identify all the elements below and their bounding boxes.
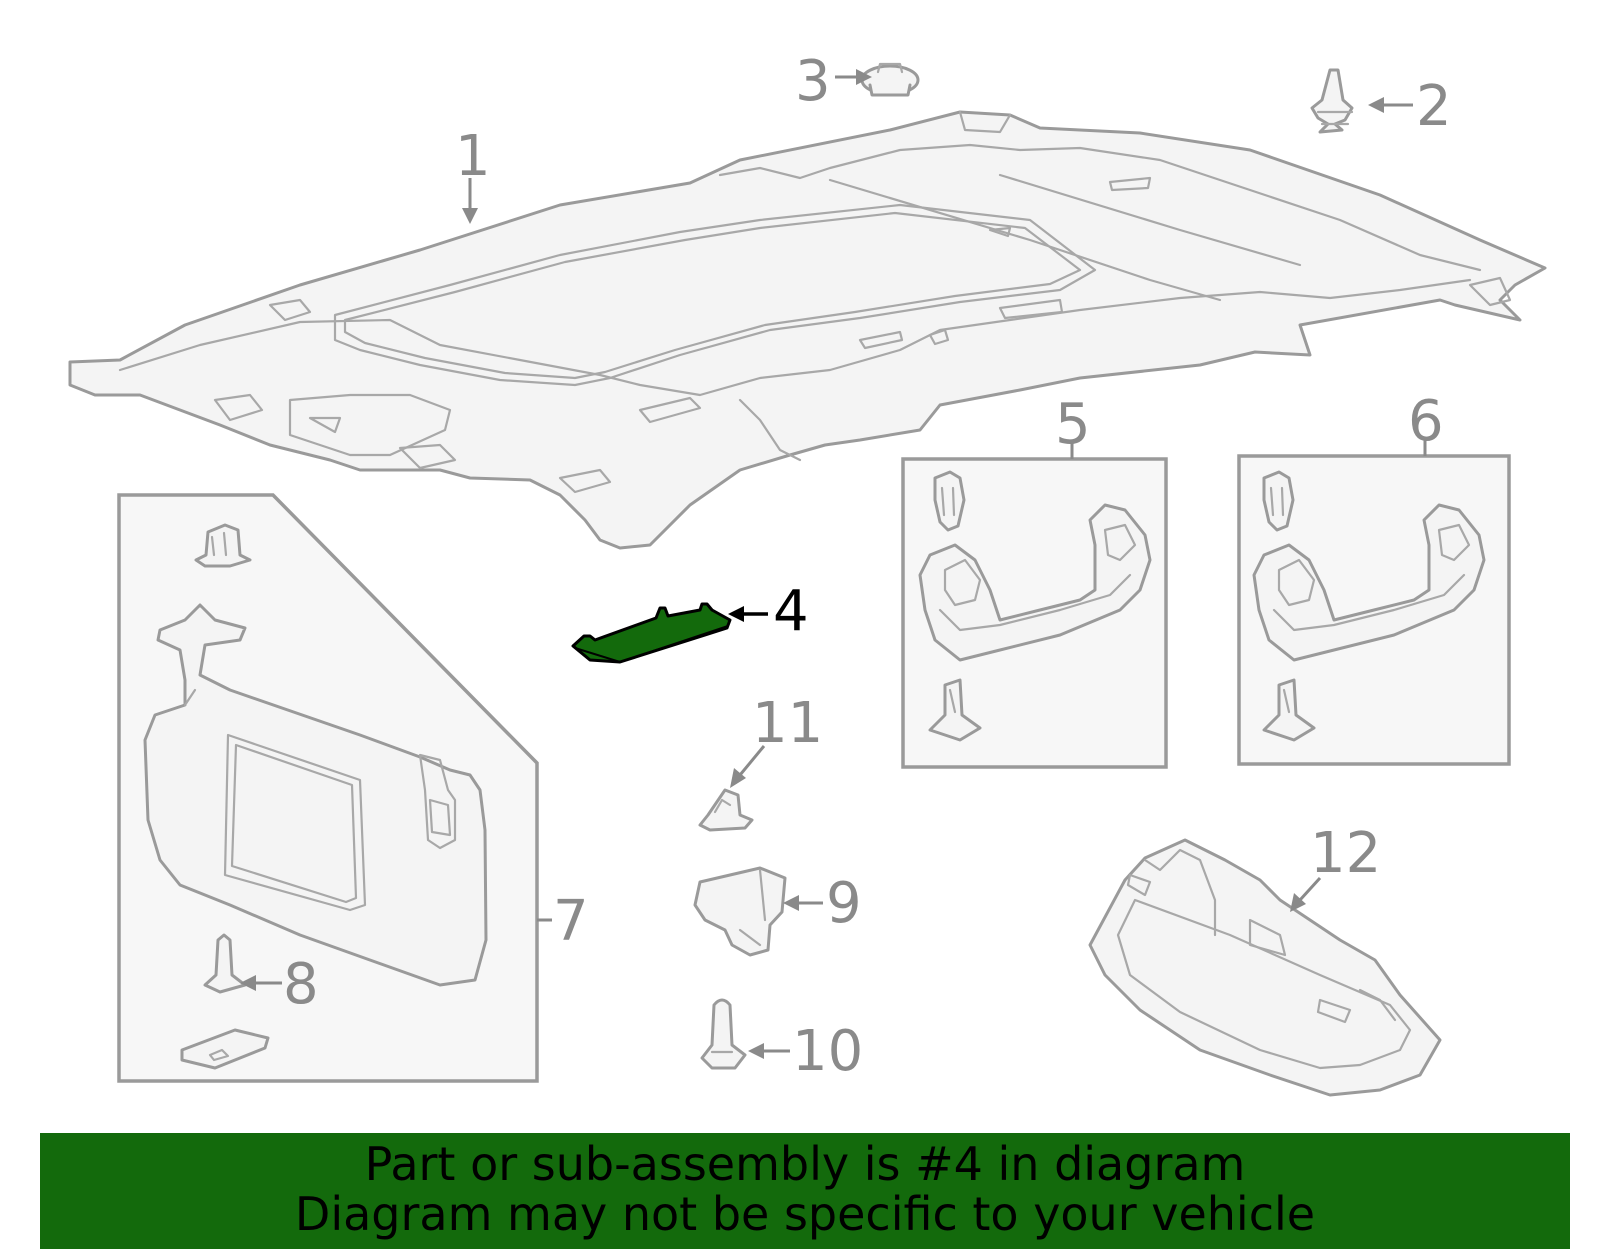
cover-part-9	[693, 866, 787, 957]
callout-11: 11	[752, 691, 823, 756]
push-clip-part	[1310, 68, 1354, 134]
grab-handle-box-6	[1237, 454, 1511, 766]
info-banner: Part or sub-assembly is #4 in diagram Di…	[40, 1133, 1570, 1249]
highlighted-cover-panel[interactable]	[571, 602, 732, 664]
callout-6: 6	[1408, 389, 1444, 454]
sun-visor-box-7	[117, 493, 539, 1083]
callout-1: 1	[455, 124, 491, 189]
headliner-part	[68, 110, 1547, 550]
dome-lamp-part-12	[1088, 838, 1442, 1097]
leader-lines	[240, 69, 1427, 1059]
callout-9: 9	[826, 871, 862, 936]
callout-4: 4	[773, 579, 809, 644]
callout-labels: 1 2 3 4 5 6 7 8 9 10 11 12	[283, 49, 1452, 1084]
grab-handle-box-5	[901, 457, 1168, 769]
pin-part-10	[700, 998, 747, 1070]
callout-10: 10	[792, 1019, 863, 1084]
callout-7: 7	[553, 889, 589, 954]
callout-3: 3	[795, 49, 831, 114]
callout-2: 2	[1416, 74, 1452, 139]
clip-part-11	[698, 788, 754, 832]
callout-8: 8	[283, 952, 319, 1017]
grommet-part	[860, 62, 920, 97]
callout-5: 5	[1055, 392, 1091, 457]
banner-line-1: Part or sub-assembly is #4 in diagram	[364, 1137, 1246, 1191]
banner-line-2: Diagram may not be specific to your vehi…	[294, 1187, 1316, 1241]
callout-12: 12	[1310, 821, 1381, 886]
